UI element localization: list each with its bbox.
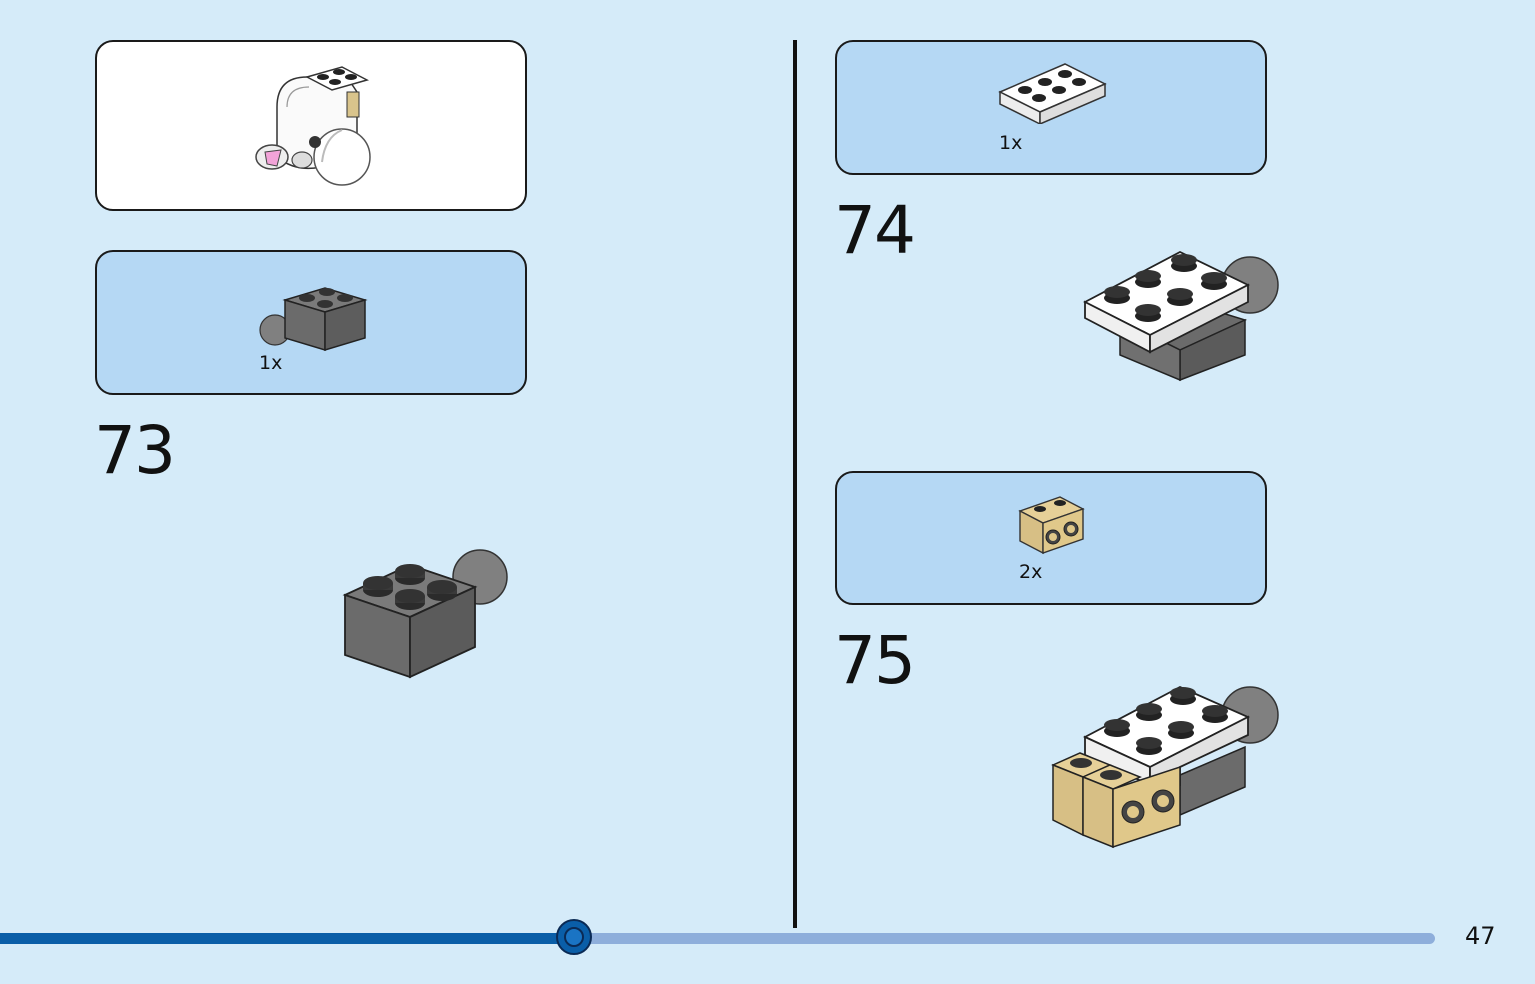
step-74-parts-panel: 1x	[835, 40, 1267, 175]
step-74-build-image	[1083, 250, 1279, 382]
step-73-parts-panel: 1x	[95, 250, 527, 395]
white-2x3-plate-icon	[998, 63, 1107, 124]
step-75-parts-panel: 2x	[835, 471, 1267, 605]
page-divider	[793, 40, 797, 928]
tan-1x2-brick-with-studs-on-side-icon	[1018, 496, 1085, 555]
white-ghost-sub-assembly-icon	[255, 66, 371, 186]
progress-knob-inner	[564, 927, 584, 947]
page-number: 47	[1465, 922, 1496, 950]
step-74-part-qty: 1x	[999, 132, 1023, 154]
dark-gray-2x2-brick-with-ball-icon	[259, 287, 368, 352]
step-74-number: 74	[834, 192, 916, 269]
step-75-build-image	[1051, 686, 1279, 849]
step-75-part-qty: 2x	[1019, 561, 1043, 583]
step-75-number: 75	[834, 622, 916, 699]
progress-fill	[0, 933, 574, 944]
progress-knob[interactable]	[556, 919, 592, 955]
step-73-part-qty: 1x	[259, 352, 283, 374]
progress-track	[0, 933, 1435, 944]
step-73-number: 73	[94, 412, 176, 489]
step-73-build-image	[342, 549, 508, 679]
overview-panel	[95, 40, 527, 211]
